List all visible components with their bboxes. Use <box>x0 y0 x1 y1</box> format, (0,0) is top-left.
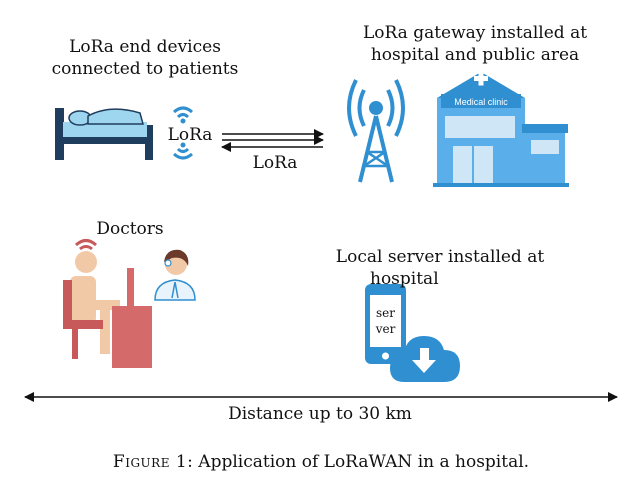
end-devices-label: LoRa end devices connected to patients <box>20 36 270 80</box>
hospital-building-icon: Medical clinic <box>433 71 569 187</box>
doctor-at-desk-icon <box>63 239 152 368</box>
figure-caption-prefix: Figure 1 <box>112 452 188 472</box>
bidirectional-arrows <box>221 129 324 152</box>
gateway-label-line1: LoRa gateway installed at <box>362 23 588 43</box>
gateway-label-line2: hospital and public area <box>370 45 580 65</box>
server-label-line2: hospital <box>370 269 439 289</box>
server-screen-line2: ver <box>375 322 396 336</box>
lora-signal-label: LoRa <box>167 125 213 145</box>
figure-caption: Figure 1: Application of LoRaWAN in a ho… <box>0 452 642 472</box>
doctors-label: Doctors <box>96 219 164 239</box>
end-devices-label-line1: LoRa end devices <box>69 37 221 57</box>
server-label-line1: Local server installed at <box>335 247 545 267</box>
server-screen-line1: ser <box>376 306 395 320</box>
wireless-signal-icon <box>173 106 193 160</box>
cloud-download-icon <box>390 336 460 382</box>
server-device-icon: ser ver <box>365 284 406 364</box>
doctor-avatar-icon <box>154 249 196 301</box>
end-devices-label-line2: connected to patients <box>51 59 239 79</box>
distance-label: Distance up to 30 km <box>228 404 412 424</box>
hospital-bed-icon <box>55 108 153 160</box>
clinic-sign: Medical clinic <box>454 97 508 107</box>
server-label: Local server installed at hospital <box>330 246 550 290</box>
gateway-label: LoRa gateway installed at hospital and p… <box>345 22 605 66</box>
figure-caption-text: : Application of LoRaWAN in a hospital. <box>187 452 530 472</box>
gateway-tower-icon <box>347 79 405 183</box>
lora-arrow-label: LoRa <box>252 153 298 173</box>
